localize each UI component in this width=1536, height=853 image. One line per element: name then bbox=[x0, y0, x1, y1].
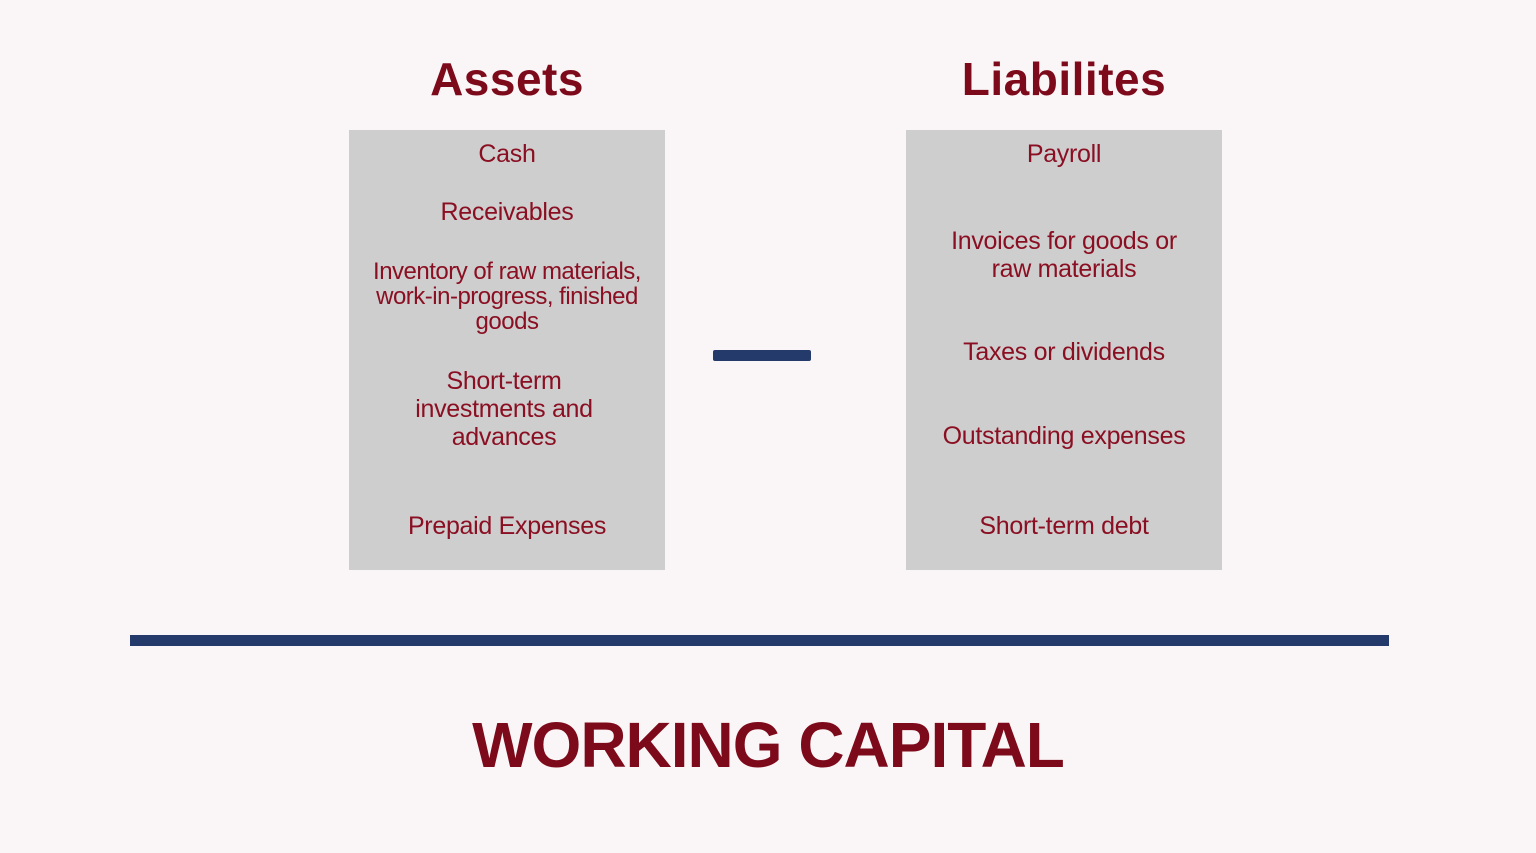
asset-item-inventory: Inventory of raw materials, work-in-prog… bbox=[373, 258, 641, 335]
assets-box: Cash Receivables Inventory of raw materi… bbox=[349, 130, 665, 570]
liability-item-taxes-dividends: Taxes or dividends bbox=[963, 338, 1165, 366]
asset-item-receivables: Receivables bbox=[440, 198, 574, 226]
asset-item-prepaid-expenses: Prepaid Expenses bbox=[407, 512, 607, 540]
asset-item-short-term-investments: Short-term investments and advances bbox=[415, 367, 593, 451]
liabilities-box: Payroll Invoices for goods or raw materi… bbox=[906, 130, 1222, 570]
liability-item-short-term-debt: Short-term debt bbox=[979, 512, 1149, 540]
liability-item-outstanding-expenses: Outstanding expenses bbox=[942, 422, 1186, 450]
liability-item-invoices: Invoices for goods or raw materials bbox=[951, 227, 1177, 283]
working-capital-result: WORKING CAPITAL bbox=[472, 709, 1065, 781]
minus-sign-icon bbox=[713, 350, 811, 361]
liability-item-payroll: Payroll bbox=[1026, 140, 1102, 168]
equals-divider-line bbox=[130, 635, 1389, 646]
asset-item-cash: Cash bbox=[478, 140, 536, 168]
liabilities-heading: Liabilites bbox=[961, 53, 1167, 105]
assets-heading: Assets bbox=[430, 53, 584, 105]
